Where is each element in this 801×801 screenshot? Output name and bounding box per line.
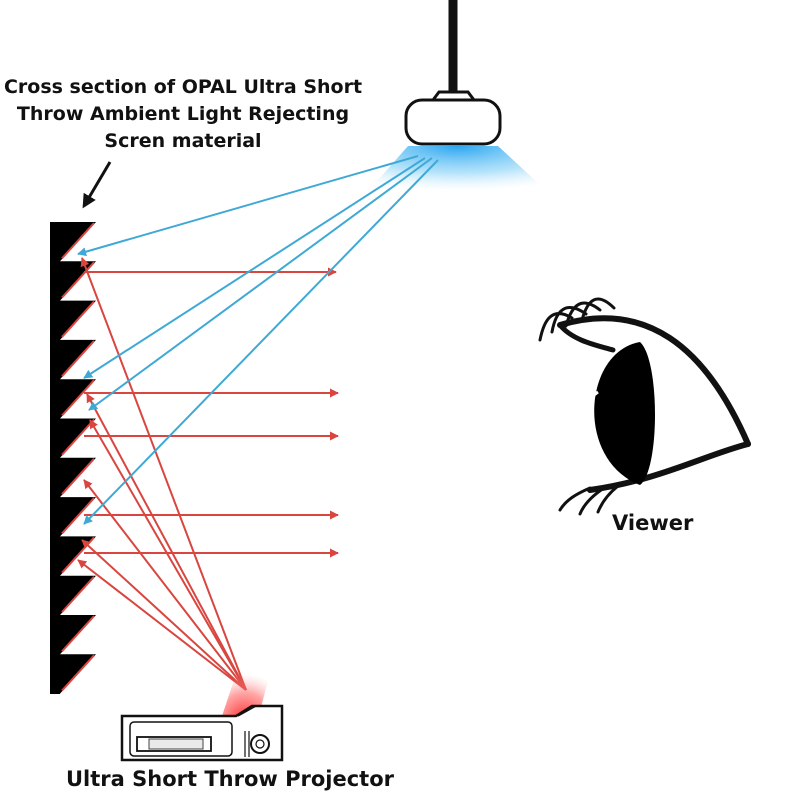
eye-icon <box>538 297 751 516</box>
screen-ridge-coating <box>61 654 95 692</box>
title-line-1: Cross section of OPAL Ultra Short <box>3 76 363 98</box>
screen-ridge-coating <box>61 261 95 299</box>
projector-rays <box>77 257 247 691</box>
screen-ridge-coating <box>61 379 95 417</box>
diagram-title: Cross section of OPAL Ultra Short Throw … <box>0 74 366 155</box>
alr-screen-cross-section <box>50 222 96 694</box>
title-line-3: Scren material <box>104 130 262 152</box>
screen-ridge-coating <box>61 458 95 495</box>
ceiling-lamp-icon <box>364 0 552 196</box>
screen-ridge-coating <box>61 576 95 613</box>
projector-icon <box>120 668 284 762</box>
screen-ridge-coating <box>61 418 95 456</box>
screen-ridge-coating <box>61 497 95 535</box>
screen-ridge-coating <box>61 222 95 259</box>
pointer-arrow-icon <box>82 161 112 209</box>
screen-ridge-coating <box>61 340 95 377</box>
screen-ridge-coating <box>61 300 95 338</box>
screen-ridge-coating <box>61 615 95 652</box>
title-line-2: Throw Ambient Light Rejecting <box>16 103 350 125</box>
projector-label: Ultra Short Throw Projector <box>66 767 394 791</box>
reflected-rays <box>84 267 339 558</box>
viewer-label: Viewer <box>612 511 694 535</box>
ambient-light-rays <box>77 155 439 525</box>
screen-sawtooth-ridges <box>60 222 96 694</box>
